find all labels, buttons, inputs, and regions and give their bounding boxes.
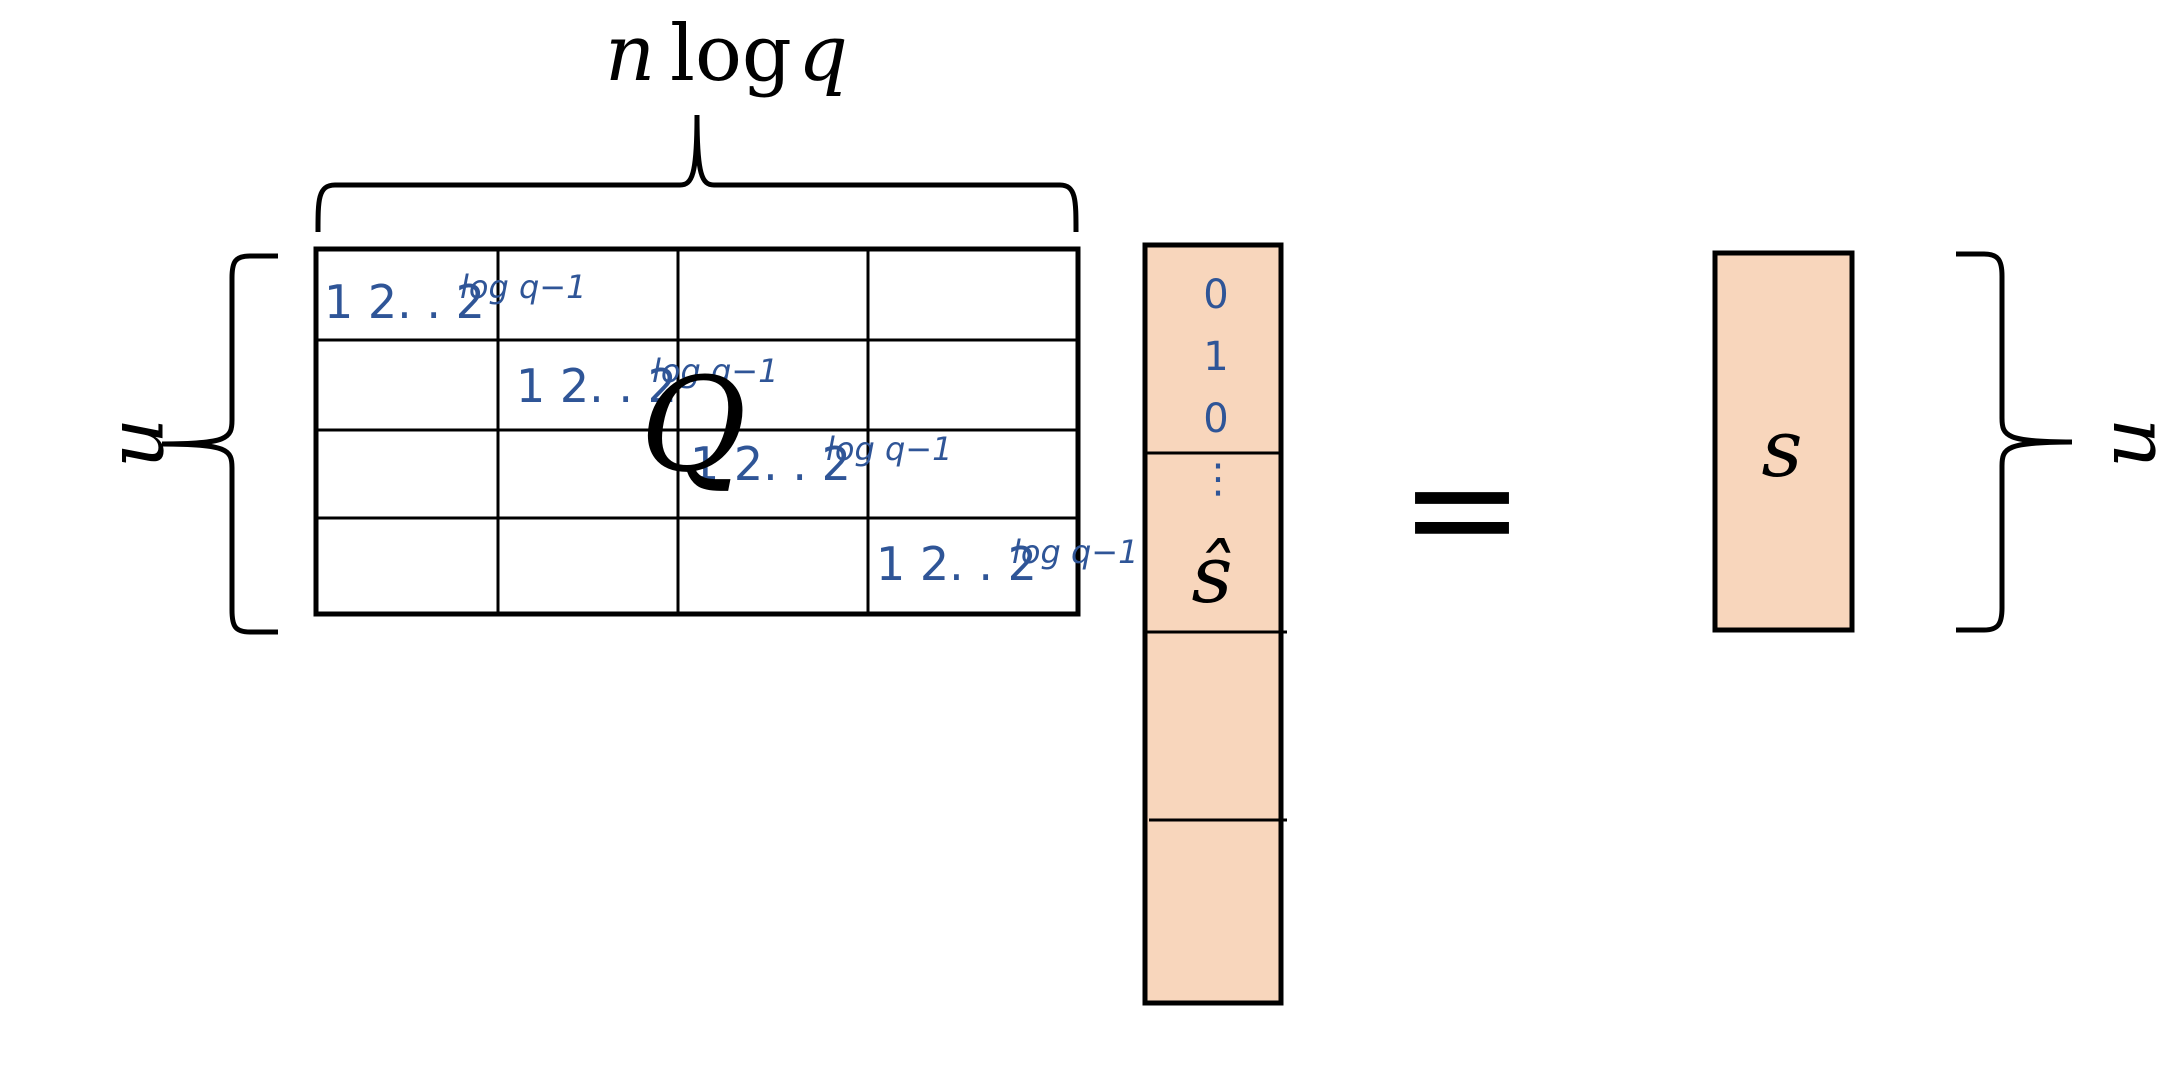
- right-curly-brace: [1956, 251, 2073, 633]
- diagonal-entry: 1 2. . 2 log q−1: [690, 430, 952, 491]
- matrix-q-grid: [313, 246, 1081, 617]
- diagonal-entry-base: 1 2. . 2: [324, 275, 485, 329]
- diagonal-entry: 1 2. . 2 log q−1: [324, 268, 586, 329]
- vector-s: s: [1712, 250, 1855, 633]
- diagonal-entry-base: 1 2. . 2: [516, 359, 677, 413]
- top-curly-brace: [315, 114, 1079, 233]
- diagonal-entry-exponent: log q−1: [652, 352, 778, 390]
- diagonal-entry-base: 1 2. . 2: [876, 537, 1037, 591]
- vector-entry: ⋮: [1198, 456, 1238, 502]
- vector-entry: 1: [1203, 334, 1228, 380]
- top-dim-log: log: [670, 9, 792, 99]
- vector-s-box: [1712, 250, 1855, 633]
- top-dim-n: n: [605, 9, 655, 99]
- matrix-q-label: Q: [640, 349, 747, 501]
- vector-entry: 0: [1203, 396, 1228, 442]
- vector-s-hat-label: ŝ: [1191, 528, 1232, 621]
- right-dim-n: n: [2095, 418, 2165, 468]
- diagonal-entry-exponent: log q−1: [460, 268, 586, 306]
- vector-s-hat-box: [1142, 242, 1284, 1006]
- left-curly-brace: [161, 253, 278, 635]
- vector-s-hat: 0 1 0 ⋮ ŝ: [1142, 242, 1287, 1006]
- diagonal-entry-exponent: log q−1: [826, 430, 952, 468]
- vector-entry: 0: [1203, 272, 1228, 318]
- diagonal-entry: 1 2. . 2 log q−1: [516, 352, 778, 413]
- vector-s-label: s: [1761, 402, 1802, 495]
- diagonal-entry: 1 2. . 2 log q−1: [876, 533, 1138, 591]
- diagonal-entry-exponent: log q−1: [1012, 533, 1138, 571]
- diagonal-entry-base: 1 2. . 2: [690, 437, 851, 491]
- top-dim-q: q: [798, 9, 848, 99]
- equals-sign: =: [1399, 422, 1525, 596]
